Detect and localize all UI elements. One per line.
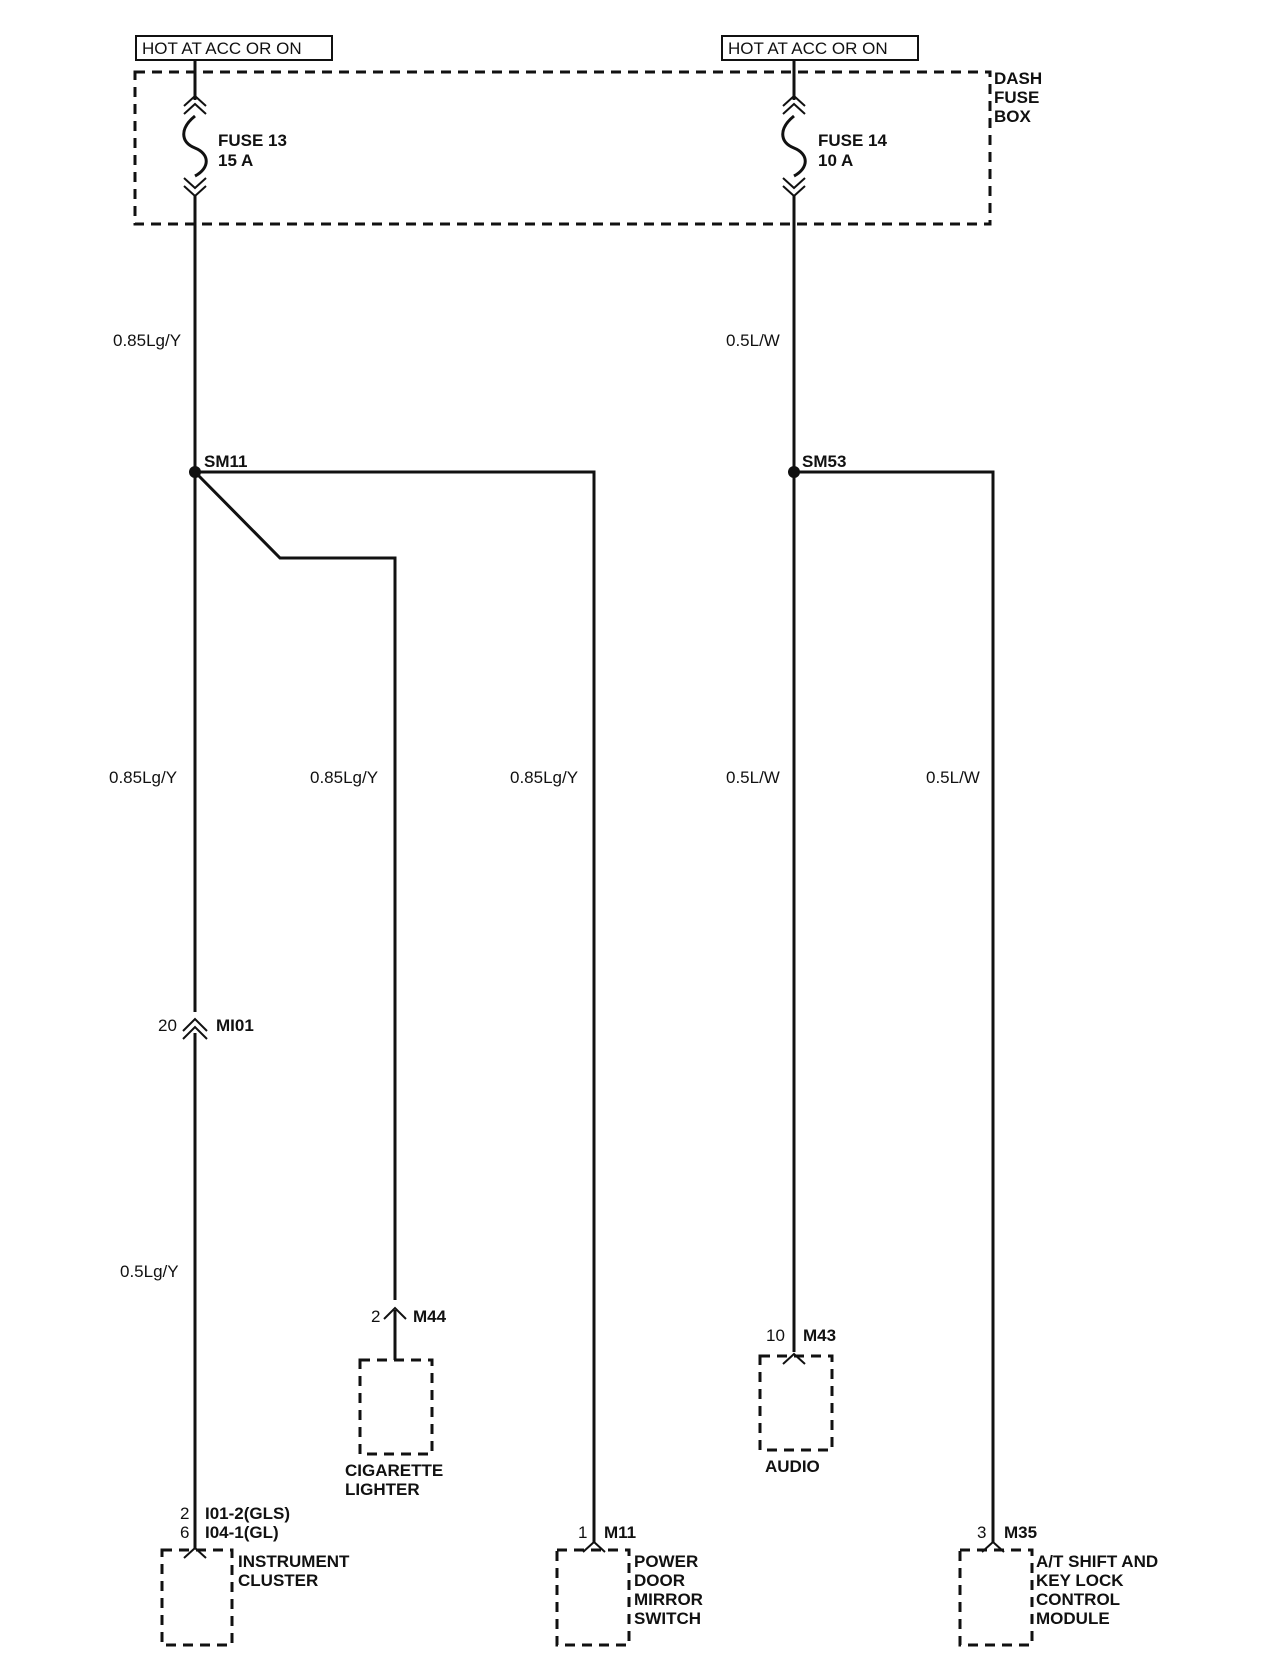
mirror-switch-label-4: SWITCH — [634, 1609, 701, 1628]
fuse-14-name: FUSE 14 — [818, 131, 888, 150]
fuse-13-symbol — [182, 60, 208, 224]
wire-label-lighter: 0.85Lg/Y — [310, 768, 378, 787]
mirror-switch-label-2: DOOR — [634, 1571, 685, 1590]
wire-cigarette-lighter — [193, 470, 397, 1300]
wire-label-right-upper: 0.5L/W — [726, 331, 780, 350]
connector-m43-pin: 10 — [766, 1326, 785, 1345]
connector-instrument-pin-2: 6 — [180, 1523, 189, 1542]
wire-mirror-switch — [195, 470, 596, 1542]
connector-m43-symbol — [782, 1352, 806, 1365]
fuse-box-label-line-2: FUSE — [994, 88, 1039, 107]
instrument-cluster-label-2: CLUSTER — [238, 1571, 318, 1590]
power-source-right: HOT AT ACC OR ON — [721, 35, 919, 61]
connector-m43-name: M43 — [803, 1326, 836, 1345]
connector-m11-name: M11 — [604, 1523, 636, 1542]
connector-m35-pin: 3 — [977, 1523, 986, 1542]
cigarette-lighter-box — [358, 1358, 434, 1456]
connector-m44-symbol — [383, 1306, 407, 1320]
cigarette-lighter-label-2: LIGHTER — [345, 1480, 420, 1499]
wire-label-audio: 0.5L/W — [726, 768, 780, 787]
connector-m44-pin: 2 — [371, 1307, 380, 1326]
connector-mi01-pin: 20 — [158, 1016, 177, 1035]
connector-m35-name: M35 — [1004, 1523, 1037, 1542]
at-shift-label-1: A/T SHIFT AND — [1036, 1552, 1158, 1571]
mirror-switch-label-1: POWER — [634, 1552, 698, 1571]
instrument-cluster-box — [160, 1548, 234, 1647]
at-shift-label-3: CONTROL — [1036, 1590, 1120, 1609]
power-label-left: HOT AT ACC OR ON — [142, 39, 302, 58]
power-door-mirror-switch-box — [555, 1548, 631, 1647]
connector-m11-pin: 1 — [578, 1523, 587, 1542]
at-shift-label-2: KEY LOCK — [1036, 1571, 1124, 1590]
instrument-cluster-label-1: INSTRUMENT — [238, 1552, 350, 1571]
wire-label-left-upper: 0.85Lg/Y — [113, 331, 181, 350]
fuse-14-symbol — [781, 60, 807, 224]
wire-label-instrument-upper: 0.85Lg/Y — [109, 768, 177, 787]
power-label-right: HOT AT ACC OR ON — [728, 39, 888, 58]
wire-at-shift — [794, 470, 995, 1542]
fuse-13-rating: 15 A — [218, 151, 253, 170]
audio-label: AUDIO — [765, 1457, 820, 1476]
fuse-13-name: FUSE 13 — [218, 131, 287, 150]
connector-m44-name: M44 — [413, 1307, 447, 1326]
wire-label-mirror: 0.85Lg/Y — [510, 768, 578, 787]
connector-instrument-pin-1: 2 — [180, 1504, 189, 1523]
cigarette-lighter-label-1: CIGARETTE — [345, 1461, 443, 1480]
wire-label-at-shift: 0.5L/W — [926, 768, 980, 787]
fuse-14-rating: 10 A — [818, 151, 853, 170]
splice-sm11-label: SM11 — [204, 452, 247, 471]
power-source-left: HOT AT ACC OR ON — [135, 35, 333, 61]
connector-instrument-name-1: I01-2(GLS) — [205, 1504, 290, 1523]
connector-mi01-symbol — [182, 1017, 208, 1040]
mirror-switch-label-3: MIRROR — [634, 1590, 703, 1609]
splice-sm53-label: SM53 — [802, 452, 846, 471]
at-shift-label-4: MODULE — [1036, 1609, 1110, 1628]
connector-m11-symbol — [582, 1540, 606, 1553]
connector-mi01-name: MI01 — [216, 1016, 254, 1035]
audio-box — [758, 1354, 834, 1452]
fuse-box-label-line-3: BOX — [994, 107, 1032, 126]
connector-instrument-name-2: I04-1(GL) — [205, 1523, 279, 1542]
dash-fuse-box-outline — [133, 70, 992, 226]
fuse-box-label-line-1: DASH — [994, 69, 1042, 88]
connector-instrument-symbol — [183, 1546, 207, 1559]
wire-label-instrument-lower: 0.5Lg/Y — [120, 1262, 179, 1281]
at-shift-module-box — [958, 1548, 1034, 1647]
